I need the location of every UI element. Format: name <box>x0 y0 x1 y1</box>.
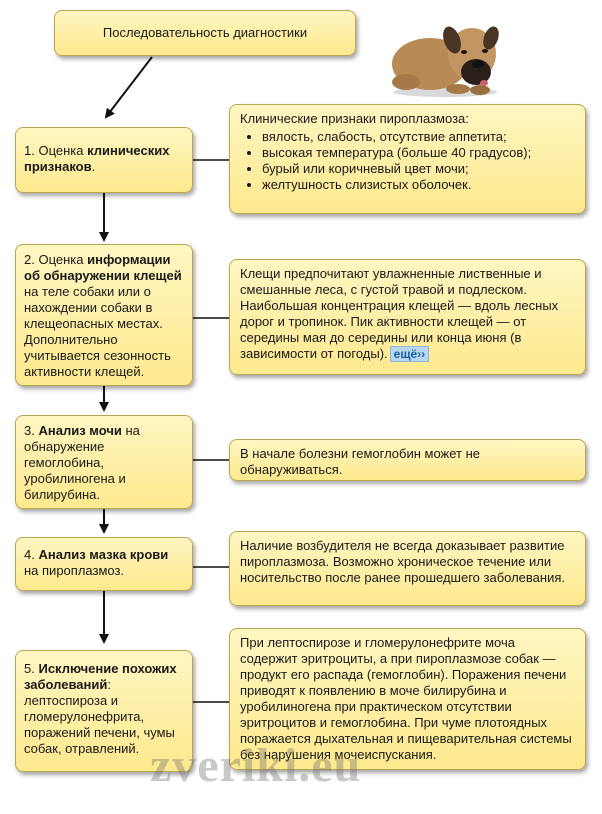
step-1-box: 1. Оценка клинических признаков. <box>15 127 193 193</box>
step-2-post: на теле собаки или о нахождении собаки в… <box>24 284 171 379</box>
step-2-box: 2. Оценка информации об обнаружении клещ… <box>15 244 193 386</box>
note-1-item: желтушность слизистых оболочек. <box>262 177 575 193</box>
note-3-box: В начале болезни гемоглобин может не обн… <box>229 439 586 481</box>
watermark: zveriki.eu <box>150 739 362 792</box>
dog-image <box>392 26 499 97</box>
note-4-text: Наличие возбудителя не всегда доказывает… <box>240 538 565 585</box>
note-1-item: вялость, слабость, отсутствие аппетита; <box>262 129 575 145</box>
step-2-pre: Оценка <box>38 252 88 267</box>
step-1-number: 1. <box>24 143 35 158</box>
note-2-box: Клещи предпочитают увлажненные лиственны… <box>229 259 586 375</box>
step-5-bold: Исключение похожих заболеваний <box>24 661 177 692</box>
step-4-post: на пироплазмоз. <box>24 563 125 578</box>
step-3-bold: Анализ мочи <box>38 423 122 438</box>
step-1-pre: Оценка <box>38 143 88 158</box>
step-5-box: 5. Исключение похожих заболеваний: лепто… <box>15 650 193 772</box>
step-5-post: : лептоспироза и гломерулонефрита, пораж… <box>24 677 175 756</box>
step-1-bold: клинических признаков <box>24 143 170 174</box>
note-3-text: В начале болезни гемоглобин может не обн… <box>240 446 481 477</box>
note-1-heading: Клинические признаки пироплазмоза: <box>240 111 469 126</box>
note-5-box: При лептоспирозе и гломерулонефрите моча… <box>229 628 586 770</box>
step-3-number: 3. <box>24 423 35 438</box>
title-box: Последовательность диагностики <box>54 10 356 56</box>
step-3-box: 3. Анализ мочи на обнаружение гемоглобин… <box>15 415 193 509</box>
note-1-box: Клинические признаки пироплазмоза: вялос… <box>229 104 586 214</box>
step-4-bold: Анализ мазка крови <box>38 547 169 562</box>
note-4-box: Наличие возбудителя не всегда доказывает… <box>229 531 586 606</box>
note-5-text: При лептоспирозе и гломерулонефрите моча… <box>240 635 572 762</box>
step-5-number: 5. <box>24 661 35 676</box>
note-1-item: бурый или коричневый цвет мочи; <box>262 161 575 177</box>
arrow-title-to-step1 <box>104 56 153 119</box>
page-title: Последовательность диагностики <box>102 25 308 40</box>
step-1-post: . <box>91 159 96 174</box>
step-4-box: 4. Анализ мазка крови на пироплазмоз. <box>15 537 193 591</box>
step-2-number: 2. <box>24 252 35 267</box>
note-1-item: высокая температура (больше 40 градусов)… <box>262 145 575 161</box>
step-4-number: 4. <box>24 547 35 562</box>
note-2-text: Клещи предпочитают увлажненные лиственны… <box>240 266 559 361</box>
step-3-post: на обнаружение гемоглобина, уробилиноген… <box>24 423 140 502</box>
step-2-bold: информации об обнаружении клещей <box>24 252 182 283</box>
note-1-list: вялость, слабость, отсутствие аппетита; … <box>240 129 575 193</box>
more-link[interactable]: ещё›› <box>389 346 430 362</box>
